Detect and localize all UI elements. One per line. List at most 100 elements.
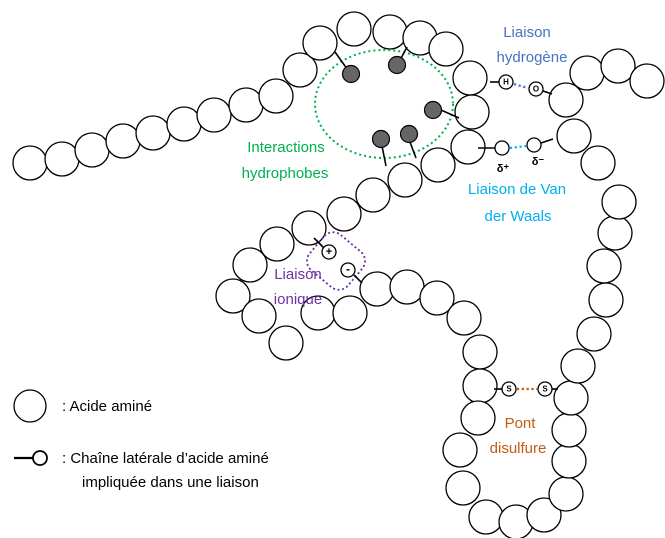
sulfur-side-chain-left: [501, 381, 517, 397]
side-chain-stick: [440, 109, 460, 119]
ionic-label-line2: ionique: [274, 291, 322, 308]
amino-acid: [332, 295, 368, 331]
amino-acid: [387, 162, 423, 198]
amino-acid: [166, 106, 202, 142]
amino-acid: [462, 368, 498, 404]
vdw-label-line2: der Waals: [485, 208, 552, 225]
oxygen-side-chain: [528, 81, 544, 97]
hydrophobic-side-chains: [334, 46, 460, 167]
amino-acid: [215, 278, 251, 314]
amino-acid: [442, 432, 478, 468]
amino-acid: [468, 499, 504, 535]
amino-acid: [372, 14, 408, 50]
delta-minus-label: δ⁻: [532, 156, 545, 168]
vdw-side-chain-right: [526, 137, 542, 153]
van-der-waals-bond: δ⁺ δ⁻: [478, 137, 554, 175]
hydrophobic-label-line1: Interactions: [247, 139, 325, 156]
h-bond-label-line2: hydrogène: [497, 49, 568, 66]
amino-acid: [291, 210, 327, 246]
disulfide-label-line1: Pont: [505, 415, 537, 432]
interaction-labels: Liaison hydrogène Interactions hydrophob…: [242, 24, 568, 457]
amino-acid: [597, 215, 633, 251]
amino-acid: [450, 129, 486, 165]
vdw-label-line1: Liaison de Van: [468, 181, 566, 198]
amino-acid: [12, 145, 48, 181]
amino-acid: [556, 118, 592, 154]
amino-acid: [445, 470, 481, 506]
amino-acid: [359, 271, 395, 307]
amino-acid: [601, 184, 637, 220]
amino-acid: [419, 280, 455, 316]
amino-acid: [259, 226, 295, 262]
amino-acid: [228, 87, 264, 123]
amino-acid: [196, 97, 232, 133]
amino-acid: [44, 141, 80, 177]
minus-symbol: -: [346, 262, 350, 276]
amino-acid: [569, 55, 605, 91]
amino-acid: [135, 115, 171, 151]
amino-acid: [74, 132, 110, 168]
amino-acid: [105, 123, 141, 159]
amino-acid: [232, 247, 268, 283]
ionic-label-line1: Liaison: [274, 266, 322, 283]
amino-acid: [526, 497, 562, 533]
amino-acid: [428, 31, 464, 67]
side-chain-stick: [409, 141, 417, 159]
hydrophobic-side-chain: [399, 124, 419, 144]
amino-acid-chain: [12, 11, 665, 538]
amino-acid: [302, 25, 338, 61]
hydrophobic-side-chain: [371, 129, 391, 149]
amino-acid: [268, 325, 304, 361]
hydrogen-bond-dots: [513, 82, 529, 90]
vdw-bond-dots: [509, 144, 527, 150]
amino-acid: [336, 11, 372, 47]
vdw-side-chain-left: [494, 140, 510, 156]
amino-acid: [460, 400, 496, 436]
amino-acid: [326, 196, 362, 232]
amino-acid: [446, 300, 482, 336]
amino-acid: [600, 48, 636, 84]
hydrophobic-label-line2: hydrophobes: [242, 165, 329, 182]
plus-symbol: +: [326, 246, 332, 258]
amino-acid: [389, 269, 425, 305]
amino-acid: [454, 94, 490, 130]
amino-acid: [580, 145, 616, 181]
h-bond-label-line1: Liaison: [503, 24, 551, 41]
legend-side-chain-icon: [32, 450, 48, 466]
amino-acid: [586, 248, 622, 284]
side-chain-stick: [381, 145, 387, 167]
amino-acid: [576, 316, 612, 352]
hydrogen-bond: H O: [490, 74, 553, 97]
hydrogen-side-chain: [498, 74, 514, 90]
delta-plus-label: δ⁺: [497, 163, 510, 175]
hydrophobic-side-chain: [387, 55, 407, 75]
hydrogen-symbol: H: [503, 78, 509, 87]
legend-side-chain-text-line2: impliquée dans une liaison: [82, 474, 259, 491]
amino-acid: [551, 412, 587, 448]
legend-side-chain-text-line1: : Chaîne latérale d’acide aminé: [62, 450, 269, 467]
amino-acid: [588, 282, 624, 318]
amino-acid: [282, 52, 318, 88]
amino-acid: [553, 380, 589, 416]
legend-amino-acid-text: : Acide aminé: [62, 398, 152, 415]
sulfur-symbol-right: S: [542, 385, 548, 394]
negative-side-chain: [340, 262, 356, 278]
hydrophobic-side-chain: [341, 64, 361, 84]
oxygen-symbol: O: [533, 85, 539, 94]
legend-amino-acid-icon: [13, 389, 47, 423]
positive-side-chain: [321, 244, 337, 260]
ionic-bond: + -: [306, 231, 366, 291]
amino-acid: [548, 476, 584, 512]
legend: : Acide aminé : Chaîne latérale d’acide …: [13, 389, 269, 491]
hydrophobic-side-chain: [423, 100, 443, 120]
amino-acid: [258, 78, 294, 114]
amino-acid: [462, 334, 498, 370]
disulfide-label-line2: disulfure: [490, 440, 547, 457]
disulfide-bridge: S S: [494, 381, 558, 397]
amino-acid: [241, 298, 277, 334]
amino-acid: [629, 63, 665, 99]
amino-acid: [560, 348, 596, 384]
amino-acid: [551, 443, 587, 479]
